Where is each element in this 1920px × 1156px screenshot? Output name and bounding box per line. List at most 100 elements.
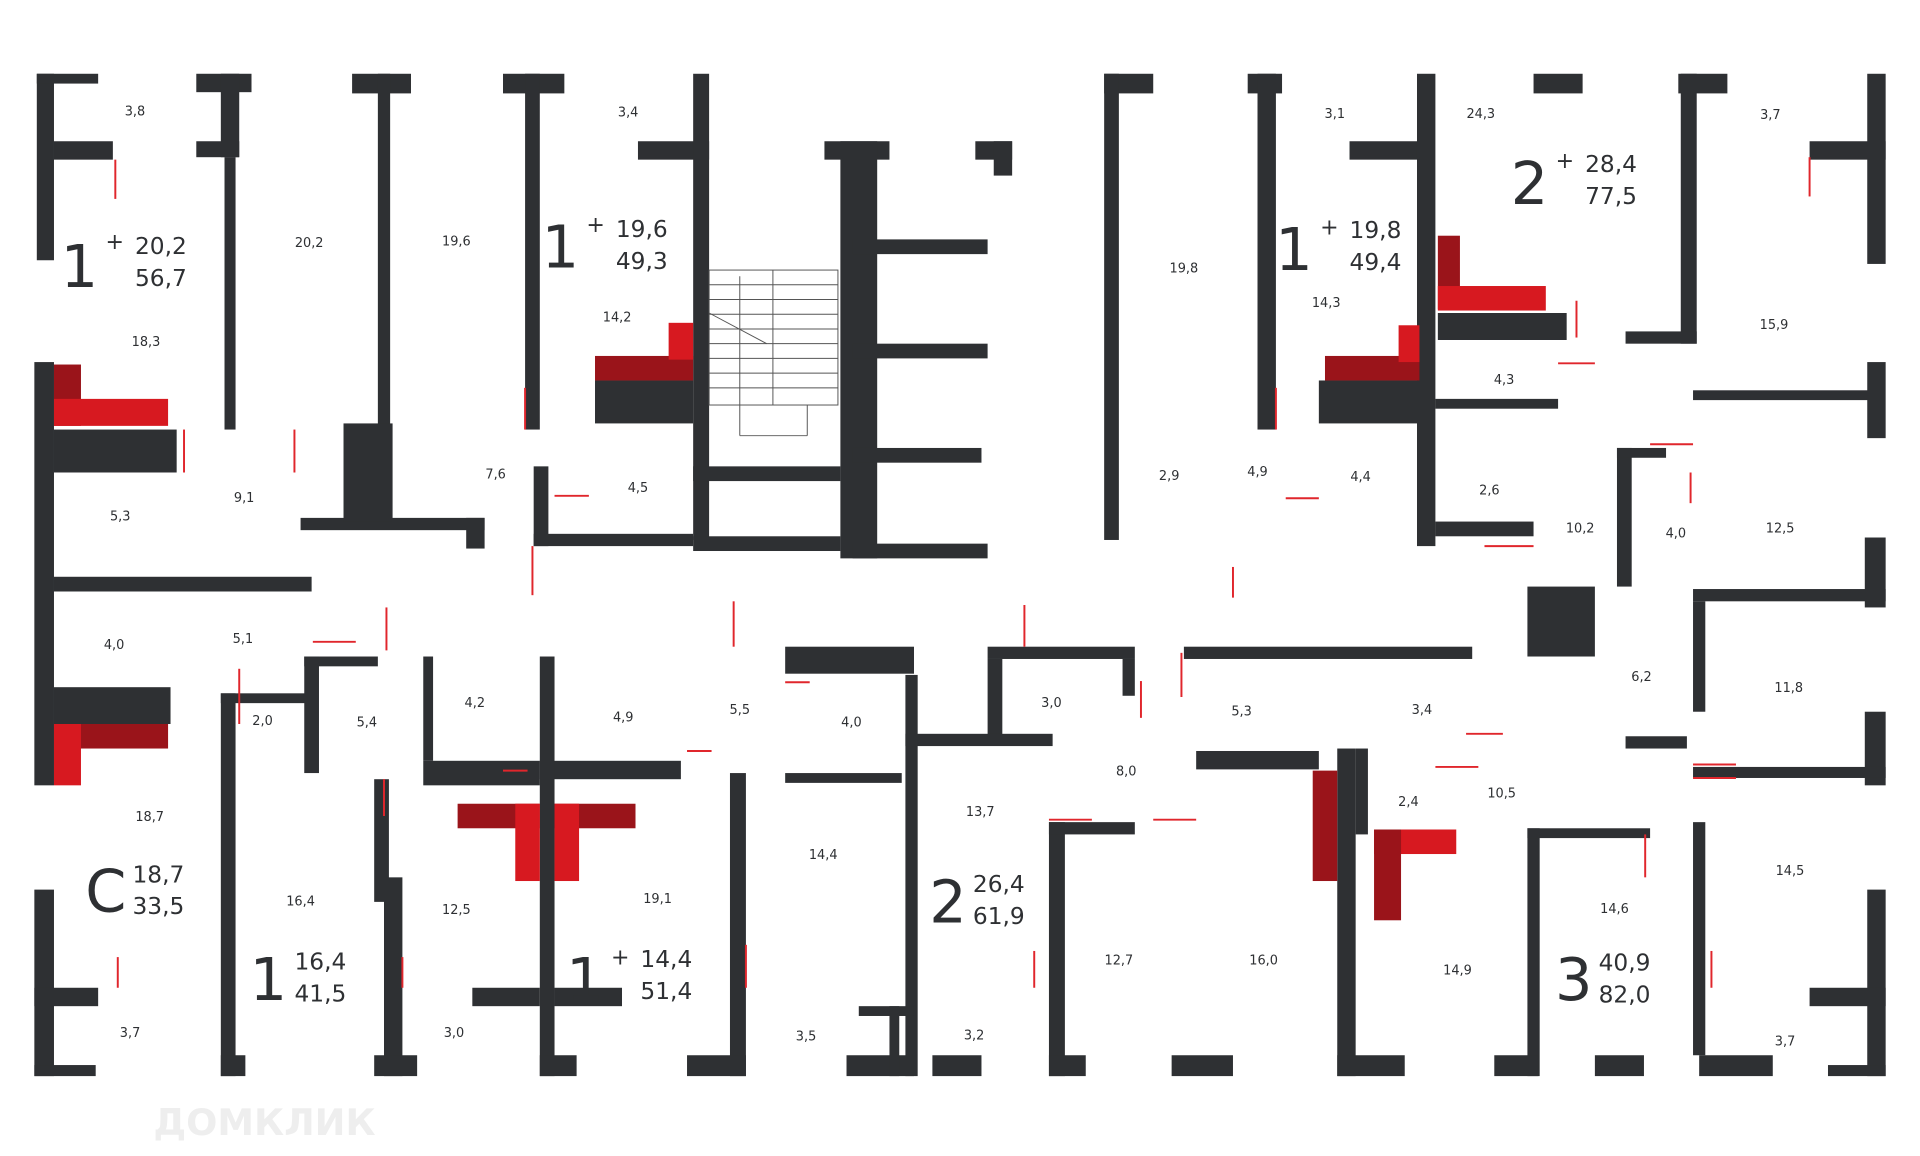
room-area-label: 10,5 xyxy=(1487,787,1516,802)
living-area: 18,7 xyxy=(132,861,184,888)
wall xyxy=(423,760,540,786)
wall xyxy=(993,141,1013,176)
wall xyxy=(472,987,540,1007)
room-area-label: 20,2 xyxy=(295,236,324,251)
room-area-label: 3,0 xyxy=(444,1026,464,1041)
wall xyxy=(1048,1055,1086,1077)
total-area: 56,7 xyxy=(135,265,187,292)
staircase xyxy=(708,269,839,437)
wall xyxy=(1867,362,1886,439)
room-area-label: 4,5 xyxy=(628,481,648,496)
wall xyxy=(53,576,312,592)
wall xyxy=(1699,1055,1773,1077)
kitchen-counter xyxy=(1312,770,1338,882)
room-area-label: 9,1 xyxy=(234,491,254,506)
kitchen-counter xyxy=(1374,829,1402,921)
apartment-type: 1 xyxy=(566,945,603,1014)
total-area: 77,5 xyxy=(1585,183,1637,210)
wall xyxy=(905,674,918,1077)
room-area-label: 14,6 xyxy=(1600,902,1629,917)
wall xyxy=(1416,73,1436,547)
room-area-label: 14,3 xyxy=(1312,296,1341,311)
room-area-label: 5,3 xyxy=(1231,704,1251,719)
wall xyxy=(693,73,710,540)
total-area: 49,4 xyxy=(1350,249,1402,276)
wall xyxy=(1437,313,1567,340)
apartment-type: 1 xyxy=(61,232,98,301)
wall xyxy=(1693,822,1706,1056)
wall xyxy=(852,239,988,255)
wall xyxy=(423,656,434,761)
kitchen-counter xyxy=(515,803,540,882)
total-area: 51,4 xyxy=(640,978,692,1005)
room-area-label: 4,2 xyxy=(465,696,485,711)
wall xyxy=(1494,1055,1539,1077)
room-area-label: 3,7 xyxy=(1775,1034,1795,1049)
wall xyxy=(34,1065,96,1077)
room-area-label: 14,2 xyxy=(603,311,632,326)
total-area: 61,9 xyxy=(973,903,1025,930)
apartment-plus: + xyxy=(106,230,125,255)
wall xyxy=(1349,141,1424,160)
room-area-label: 3,1 xyxy=(1325,107,1345,122)
room-area-label: 14,9 xyxy=(1443,963,1472,978)
room-area-label: 10,2 xyxy=(1566,522,1595,537)
apartment-type: 1 xyxy=(1275,215,1312,284)
wall xyxy=(1625,736,1687,749)
wall xyxy=(1693,766,1886,778)
wall xyxy=(1355,748,1368,835)
room-area-label: 2,4 xyxy=(1398,795,1418,810)
wall xyxy=(846,1055,914,1077)
watermark-logo: ДОМКЛИК xyxy=(153,1101,375,1144)
room-area-label: 15,9 xyxy=(1760,318,1789,333)
apartment-label: 1 16,4 41,5 xyxy=(250,945,347,1014)
wall xyxy=(889,1006,900,1077)
room-area-label: 18,3 xyxy=(132,335,161,350)
room-area-label: 19,8 xyxy=(1170,262,1199,277)
room-area-label: 16,4 xyxy=(286,895,315,910)
wall xyxy=(729,773,746,1077)
room-area-label: 3,7 xyxy=(1760,108,1780,123)
living-area: 28,4 xyxy=(1585,151,1637,178)
apartment-plus: + xyxy=(1556,149,1575,174)
wall xyxy=(1680,73,1697,344)
room-area-label: 5,4 xyxy=(357,715,377,730)
apartment-label: С 18,7 33,5 xyxy=(85,857,184,926)
wall xyxy=(466,517,485,549)
wall xyxy=(858,1006,914,1016)
room-area-label: 4,3 xyxy=(1494,373,1514,388)
kitchen-counter xyxy=(1437,286,1546,311)
living-area: 16,4 xyxy=(294,948,346,975)
living-area: 19,6 xyxy=(616,216,668,243)
wall xyxy=(1527,828,1540,1077)
living-area: 19,8 xyxy=(1350,217,1402,244)
wall xyxy=(304,656,319,774)
wall xyxy=(1257,73,1276,430)
wall xyxy=(220,693,236,1077)
kitchen-counter xyxy=(53,398,169,426)
doors xyxy=(114,157,1811,988)
wall xyxy=(220,73,240,158)
wall xyxy=(1827,1065,1886,1077)
wall xyxy=(304,656,378,667)
wall xyxy=(852,343,988,359)
wall xyxy=(785,773,902,783)
wall xyxy=(34,889,54,1077)
wall xyxy=(693,536,841,552)
room-area-label: 12,5 xyxy=(1766,522,1795,537)
wall xyxy=(1625,331,1697,344)
room-area-label: 4,0 xyxy=(1666,527,1686,542)
apartment-label: 1 + 19,8 49,4 xyxy=(1275,215,1401,284)
total-area: 33,5 xyxy=(132,893,184,920)
wall xyxy=(987,658,1003,736)
wall xyxy=(1616,447,1667,458)
wall xyxy=(384,877,403,1077)
wall xyxy=(1527,828,1651,839)
wall xyxy=(1527,586,1595,657)
apartment-label: 1 + 14,4 51,4 xyxy=(566,945,692,1014)
total-area: 41,5 xyxy=(294,980,346,1007)
room-area-label: 3,5 xyxy=(796,1030,816,1045)
wall xyxy=(1196,750,1319,770)
apartment-plus: + xyxy=(611,945,630,970)
